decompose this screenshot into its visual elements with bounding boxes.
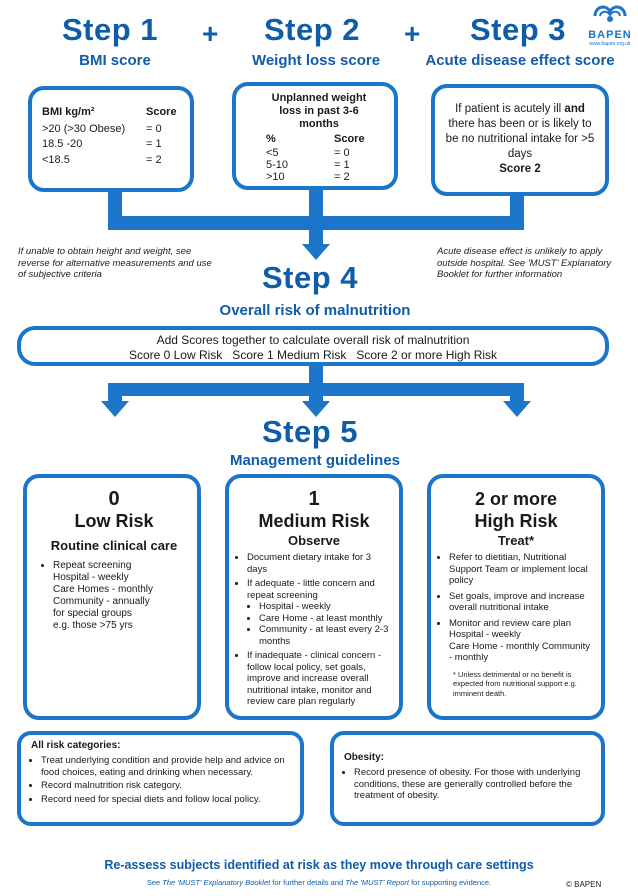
low-risk-title: Low Risk — [74, 511, 154, 531]
bmi-score: = 2 — [146, 153, 162, 166]
low-risk-line: for special groups — [53, 608, 132, 619]
bmi-score: = 0 — [146, 122, 162, 135]
low-risk-subtitle: Routine clinical care — [50, 538, 178, 553]
see-suffix: for supporting evidence. — [408, 878, 492, 887]
medium-risk-bullet: If inadequate - clinical concern - follo… — [247, 650, 391, 708]
step4-box: Add Scores together to calculate overall… — [17, 326, 609, 366]
medium-risk-bullet: Document dietary intake for 3 days — [247, 552, 391, 575]
bmi-note: If unable to obtain height and weight, s… — [18, 246, 212, 280]
bmi-score-header: Score — [146, 106, 177, 118]
acute-text-bold: and — [564, 103, 585, 115]
arrow-down-left-icon — [101, 401, 129, 417]
low-risk-line: e.g. those >75 yrs — [53, 620, 133, 631]
connector-left-down — [108, 383, 122, 403]
high-risk-title: High Risk — [474, 511, 558, 531]
high-risk-bullet: Set goals, improve and increase overall … — [449, 591, 593, 614]
high-risk-footnote: * Unless detrimental or no benefit is ex… — [453, 669, 577, 698]
low-risk-line: Hospital - weekly — [53, 572, 129, 583]
low-risk-number: 0 — [108, 488, 120, 510]
medium-risk-number: 1 — [308, 488, 320, 510]
step5-title: Step 5 — [262, 414, 359, 449]
weight-score: = 0 — [334, 146, 350, 159]
weight-loss-heading: Unplanned weight loss in past 3-6 months — [271, 92, 367, 130]
weight-score: = 1 — [334, 158, 350, 171]
high-risk-number: 2 or more — [474, 489, 558, 509]
plus-sign-2: + — [404, 18, 421, 49]
bmi-range: 18.5 -20 — [42, 138, 83, 150]
bmi-range: <18.5 — [42, 153, 70, 166]
see-prefix: See — [146, 878, 163, 887]
step3-title: Step 3 — [470, 12, 567, 47]
plus-sign-1: + — [202, 18, 219, 49]
step3-subtitle: Acute disease effect score — [425, 52, 615, 69]
connector-right-down — [510, 383, 524, 403]
logo-url: www.bapen.org.uk — [589, 41, 631, 47]
high-risk-box: 2 or more High Risk Treat* Refer to diet… — [427, 474, 605, 720]
high-risk-line: Hospital - weekly — [449, 629, 521, 640]
obesity-box: Obesity: Record presence of obesity. For… — [330, 731, 605, 826]
bapen-logo-icon — [593, 5, 627, 22]
medium-risk-subtitle: Observe — [287, 533, 341, 548]
copyright: © BAPEN — [566, 880, 602, 889]
weight-col-header: % — [266, 133, 276, 145]
medium-risk-bullet: If adequate - little concern and repeat … — [247, 578, 391, 601]
see-booklet: The 'MUST' Explanatory Booklet — [162, 878, 271, 887]
acute-note: Acute disease effect is unlikely to appl… — [437, 246, 612, 280]
acute-disease-box: If patient is acutely ill and there has … — [431, 84, 609, 196]
high-risk-bullet: Refer to dietitian, Nutritional Support … — [449, 552, 593, 587]
all-risk-heading: All risk categories: — [31, 740, 121, 751]
weight-range: >10 — [266, 170, 285, 183]
high-risk-bullet: Monitor and review care plan — [449, 618, 593, 630]
step2-subtitle: Weight loss score — [251, 52, 381, 69]
bmi-score: = 1 — [146, 138, 162, 150]
bmi-col-header: BMI kg/m² — [42, 106, 95, 118]
see-report: The 'MUST' Report — [345, 878, 409, 887]
reassess-text: Re-assess subjects identified at risk as… — [104, 858, 534, 872]
all-risk-item: Record need for special diets and follow… — [41, 794, 292, 806]
see-text: See The 'MUST' Explanatory Booklet for f… — [0, 878, 638, 887]
logo-name: BAPEN — [588, 29, 632, 41]
medium-risk-subitem: Care Home - at least monthly — [259, 613, 391, 625]
weight-loss-box: Unplanned weight loss in past 3-6 months… — [232, 82, 398, 190]
low-risk-bullet: Repeat screening — [53, 560, 189, 572]
step5-subtitle: Management guidelines — [229, 452, 401, 469]
connector-horizontal-top — [108, 216, 524, 230]
acute-score: Score 2 — [499, 163, 541, 175]
bapen-logo: BAPEN www.bapen.org.uk — [585, 2, 635, 48]
medium-risk-subitem: Hospital - weekly — [259, 601, 391, 613]
obesity-item: Record presence of obesity. For those wi… — [354, 767, 593, 802]
medium-risk-subitem: Community - at least every 2-3 months — [259, 624, 391, 647]
connector-mid-down — [309, 383, 323, 403]
bmi-box: BMI kg/m² Score >20 (>30 Obese) = 0 18.5… — [28, 86, 194, 192]
acute-text-end: there has been or is likely to be no nut… — [445, 118, 595, 160]
step1-subtitle: BMI score — [79, 52, 151, 69]
arrow-down-mid-icon — [302, 401, 330, 417]
step4-line2: Score 0 Low Risk Score 1 Medium Risk Sco… — [128, 348, 498, 362]
step4-subtitle: Overall risk of malnutrition — [219, 302, 411, 319]
low-risk-line: Care Homes - monthly — [53, 584, 154, 595]
all-risk-box: All risk categories: Treat underlying co… — [17, 731, 304, 826]
step4-line1: Add Scores together to calculate overall… — [156, 333, 470, 347]
acute-text-start: If patient is acutely ill — [455, 103, 565, 115]
step1-title: Step 1 — [62, 12, 159, 47]
high-risk-subtitle: Treat* — [497, 533, 535, 548]
arrow-down-step4-icon — [302, 244, 330, 260]
see-mid: for further details and — [270, 878, 346, 887]
low-risk-box: 0 Low Risk Routine clinical care Repeat … — [23, 474, 201, 720]
low-risk-line: Community - annually — [53, 596, 150, 607]
all-risk-item: Treat underlying condition and provide h… — [41, 755, 292, 778]
all-risk-item: Record malnutrition risk category. — [41, 780, 292, 792]
weight-score-header: Score — [334, 133, 365, 145]
high-risk-line: Care Home - monthly Community - monthly — [449, 640, 590, 664]
step2-title: Step 2 — [264, 12, 361, 47]
weight-range: <5 — [266, 146, 279, 159]
weight-range: 5-10 — [266, 158, 289, 171]
arrow-down-right-icon — [503, 401, 531, 417]
weight-score: = 2 — [334, 170, 350, 183]
obesity-heading: Obesity: — [344, 752, 385, 763]
step4-title: Step 4 — [262, 260, 359, 295]
medium-risk-box: 1 Medium Risk Observe Document dietary i… — [225, 474, 403, 720]
medium-risk-title: Medium Risk — [258, 511, 370, 531]
bmi-range: >20 (>30 Obese) — [42, 122, 126, 135]
